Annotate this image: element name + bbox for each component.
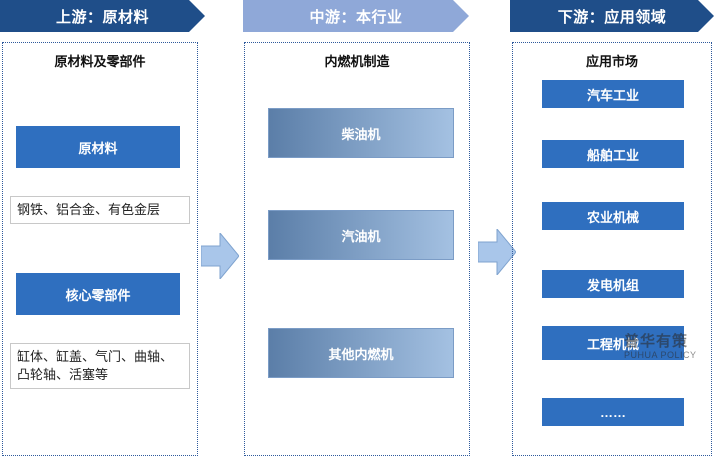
shipbuilding-industry-box: 船舶工业 <box>542 140 684 168</box>
core-components-line-1: 缸体、缸盖、气门、曲轴、 <box>17 349 174 364</box>
other-engine-box: 其他内燃机 <box>268 328 454 378</box>
generator-set-box: 发电机组 <box>542 270 684 298</box>
core-components-line-2: 凸轮轴、活塞等 <box>17 367 109 382</box>
midstream-panel: 内燃机制造 <box>244 42 470 456</box>
construction-machinery-box: 工程机械 <box>542 326 684 360</box>
upstream-panel-title: 原材料及零部件 <box>54 54 146 69</box>
raw-materials-list: 钢铁、铝合金、有色金层 <box>10 196 190 224</box>
gasoline-engine-box: 汽油机 <box>268 210 454 260</box>
watermark-logo-text: 普华有策 <box>624 333 689 350</box>
core-components-box: 核心零部件 <box>16 273 180 315</box>
automotive-industry-box: 汽车工业 <box>542 80 684 108</box>
more-applications-box: …… <box>542 398 684 426</box>
raw-materials-box: 原材料 <box>16 126 180 168</box>
upstream-stage-header: 上游：原材料 <box>0 0 205 32</box>
flow-arrow-1 <box>201 233 239 279</box>
downstream-panel: 应用市场 <box>512 42 712 456</box>
core-components-list: 缸体、缸盖、气门、曲轴、 凸轮轴、活塞等 <box>10 343 190 389</box>
upstream-panel: 原材料及零部件 <box>2 42 198 456</box>
downstream-panel-title: 应用市场 <box>585 54 638 69</box>
flow-arrow-2 <box>478 229 516 275</box>
agricultural-machinery-box: 农业机械 <box>542 202 684 230</box>
diesel-engine-box: 柴油机 <box>268 108 454 158</box>
midstream-panel-title: 内燃机制造 <box>324 54 390 69</box>
midstream-stage-header: 中游：本行业 <box>243 0 469 32</box>
downstream-stage-header: 下游：应用领域 <box>510 0 714 32</box>
watermark-logo-subtext: PUHUA POLICY <box>624 350 697 360</box>
